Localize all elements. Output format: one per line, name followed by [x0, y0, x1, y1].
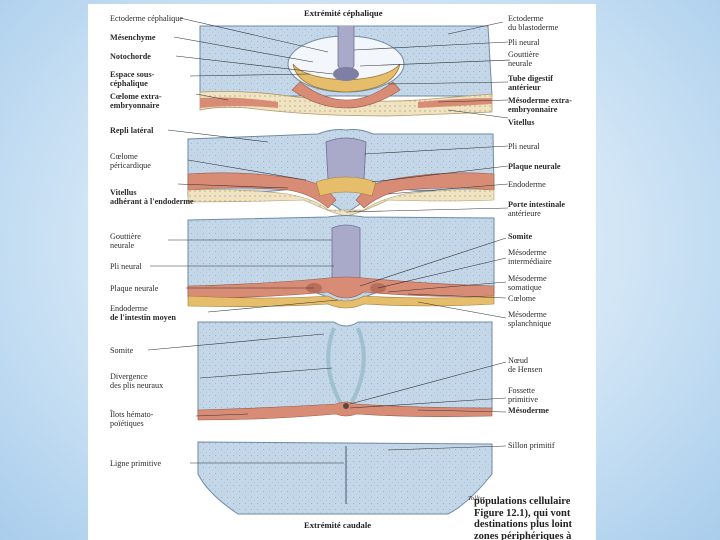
label-pli-neural-top: Pli neural — [508, 38, 540, 47]
label-ectoderme-blastoderme: Ectoderme du blastoderme — [508, 14, 559, 32]
label-coelome-pericardique: Cœlome péricardique — [110, 152, 151, 170]
label-plaque-neurale-right: Plaque neurale — [508, 162, 561, 171]
section-cephalic — [199, 25, 493, 117]
label-gouttiere-neurale-right: Gouttière neurale — [508, 50, 539, 68]
label-ligne-primitive: Ligne primitive — [110, 459, 162, 468]
label-mesoderme-splanchnique: Mésoderme splanchnique — [508, 310, 552, 328]
label-mesoderme-intermediaire: Mésoderme intermédiaire — [508, 248, 552, 266]
label-gouttiere-neurale-left: Gouttière neurale — [110, 232, 141, 250]
label-espace-sous-cephalique: Espace sous- céphalique — [110, 70, 155, 88]
label-repli-lateral: Repli latéral — [110, 126, 154, 135]
label-sillon-primitif: Sillon primitif — [508, 441, 555, 450]
label-mesenchyme: Mésenchyme — [110, 33, 156, 42]
leader-lines — [147, 17, 511, 464]
section-hensen — [197, 321, 493, 421]
label-endoderme-intestin-moyen: Endoderme de l'intestin moyen — [110, 304, 176, 322]
caption-text: populations cellulaire Figure 12.1), qui… — [474, 496, 573, 540]
title-caudal: Extrémité caudale — [304, 520, 372, 530]
label-plaque-neurale-left: Plaque neurale — [110, 284, 159, 293]
artist-signature: Tollier — [468, 495, 486, 502]
label-mesoderme: Mésoderme — [508, 406, 549, 415]
label-coelome: Cœlome — [508, 294, 536, 303]
label-pli-neural-right: Pli neural — [508, 142, 540, 151]
label-vitellus: Vitellus — [508, 118, 535, 127]
label-mesoderme-extra-embryonnaire: Mésoderme extra- embryonnaire — [508, 96, 572, 114]
label-fossette-primitive: Fossette primitive — [508, 386, 539, 404]
section-midgut — [187, 215, 495, 309]
label-tube-digestif-anterieur: Tube digestif antérieur — [508, 74, 553, 92]
label-ilots-hematopoietiques: Îlots hémato- poïétiques — [110, 410, 154, 428]
label-somite-right: Somite — [508, 232, 533, 241]
label-coelome-extra-embryonnaire: Cœlome extra- embryonnaire — [110, 92, 162, 110]
label-endoderme: Endoderme — [508, 180, 546, 189]
label-vitellus-adherant: Vitellus adhérant à l'endoderme — [110, 188, 194, 206]
section-cardiac — [187, 129, 495, 217]
title-cephalic: Extrémité céphalique — [304, 8, 383, 18]
label-noeud-hensen: Nœud de Hensen — [508, 356, 543, 374]
label-ectoderme-cephalique: Ectoderme céphalique — [110, 14, 183, 23]
label-divergence-plis-neuraux: Divergence des plis neuraux — [110, 372, 164, 390]
label-somite-left: Somite — [110, 346, 134, 355]
label-porte-intestinale: Porte intestinale antérieure — [508, 200, 566, 218]
section-caudal — [197, 441, 493, 515]
embryo-diagram — [147, 17, 511, 515]
label-mesoderme-somatique: Mésoderme somatique — [508, 274, 547, 292]
figure-sheet: Extrémité céphalique Extrémité caudale T… — [88, 4, 596, 540]
label-notochorde: Notochorde — [110, 52, 151, 61]
label-pli-neural-left: Pli neural — [110, 262, 142, 271]
